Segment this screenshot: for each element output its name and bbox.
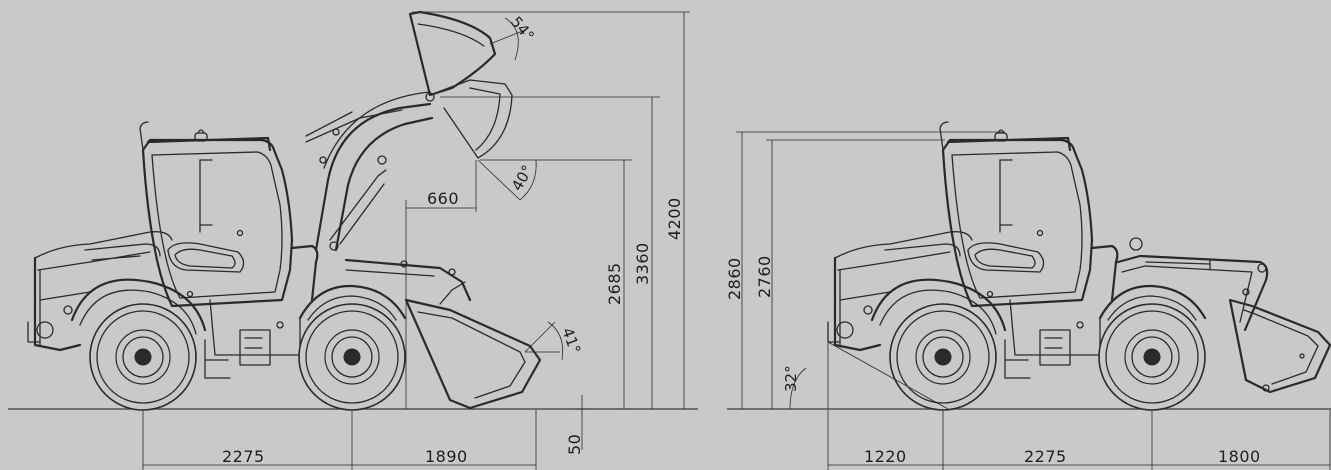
angle-dump: 40° xyxy=(508,162,537,194)
dim-dump-reach: 660 xyxy=(427,189,459,208)
front-wheel-right xyxy=(1098,303,1206,411)
loader-left-raised xyxy=(27,10,542,411)
dim-wheelbase-left: 2275 xyxy=(222,447,265,466)
dim-cab-height: 2860 xyxy=(725,257,744,300)
loader-right-carry xyxy=(827,121,1331,411)
right-dimensions: 2860 2760 32° 1220 2275 1800 xyxy=(725,131,1331,470)
dim-front-overhang-left: 1890 xyxy=(425,447,468,466)
dim-rear-overhang: 1220 xyxy=(864,447,907,466)
front-wheel-left xyxy=(298,303,406,411)
dim-front-overhang-right: 1800 xyxy=(1218,447,1261,466)
dim-bucket-clearance: 50 xyxy=(565,434,584,455)
dim-dump-height: 2685 xyxy=(605,262,624,305)
dim-overall-height-raised: 4200 xyxy=(665,197,684,240)
rear-wheel-right xyxy=(889,303,997,411)
angle-rollback-top: 54° xyxy=(507,13,538,45)
dim-roof-height: 2760 xyxy=(755,255,774,298)
rear-wheel-left xyxy=(89,303,197,411)
left-dimensions: 2275 1890 50 2685 3360 4200 660 54° 40° xyxy=(142,11,690,470)
dim-wheelbase-right: 2275 xyxy=(1024,447,1067,466)
dim-hinge-pin-height: 3360 xyxy=(633,242,652,285)
angle-departure: 32° xyxy=(782,365,800,392)
angle-rollback-ground: 41° xyxy=(558,325,584,356)
